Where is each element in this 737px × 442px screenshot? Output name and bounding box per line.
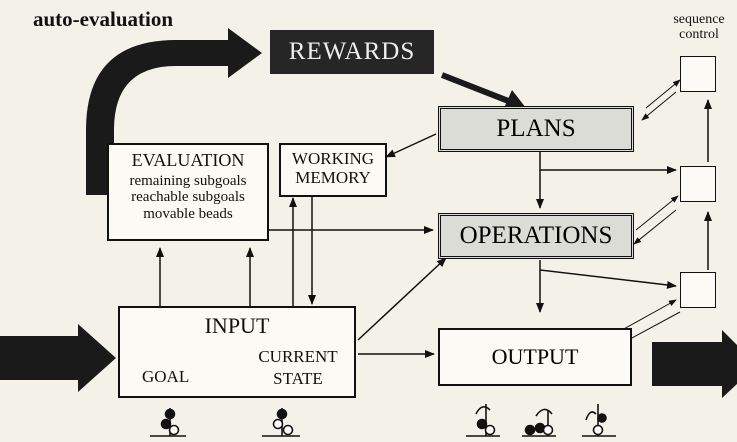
working-memory-box: WORKING MEMORY	[279, 143, 387, 197]
evaluation-item-reachable-subgoals: reachable subgoals	[131, 189, 245, 206]
current-state-beads-icon	[262, 408, 300, 437]
evaluation-item-remaining-subgoals: remaining subgoals	[129, 172, 247, 189]
output-arrow	[652, 330, 737, 398]
goal-label: GOAL	[142, 367, 190, 386]
goal-beads-icon	[150, 408, 186, 437]
memory-label: MEMORY	[295, 167, 371, 187]
operations-box: OPERATIONS	[438, 213, 634, 259]
input-title: INPUT	[204, 313, 270, 338]
input-box: INPUT GOAL CURRENT STATE	[118, 306, 356, 398]
rewards-to-plans-arrow	[440, 72, 518, 107]
auto-evaluation-label: auto-evaluation	[33, 7, 174, 31]
rewards-box: REWARDS	[270, 30, 434, 74]
evaluation-box: EVALUATION remaining subgoals reachable …	[107, 143, 269, 241]
working-label: WORKING	[291, 149, 375, 168]
control-label: control	[679, 27, 719, 43]
input-arrow	[0, 324, 116, 392]
auto-evaluation-arrow	[86, 28, 262, 195]
output-beads-icon	[466, 404, 616, 437]
current-label: CURRENT	[258, 347, 338, 366]
evaluation-title: EVALUATION	[131, 150, 245, 170]
sequence-control-box-plans	[680, 56, 716, 92]
evaluation-item-movable-beads: movable beads	[143, 205, 233, 222]
state-label: STATE	[273, 369, 323, 388]
sequence-control-label: sequence control	[664, 12, 734, 43]
plans-box: PLANS	[438, 106, 634, 152]
sequence-control-box-operations	[680, 166, 716, 202]
output-box: OUTPUT	[438, 328, 632, 386]
sequence-control-box-output	[680, 272, 716, 308]
sequence-label: sequence	[673, 12, 725, 27]
